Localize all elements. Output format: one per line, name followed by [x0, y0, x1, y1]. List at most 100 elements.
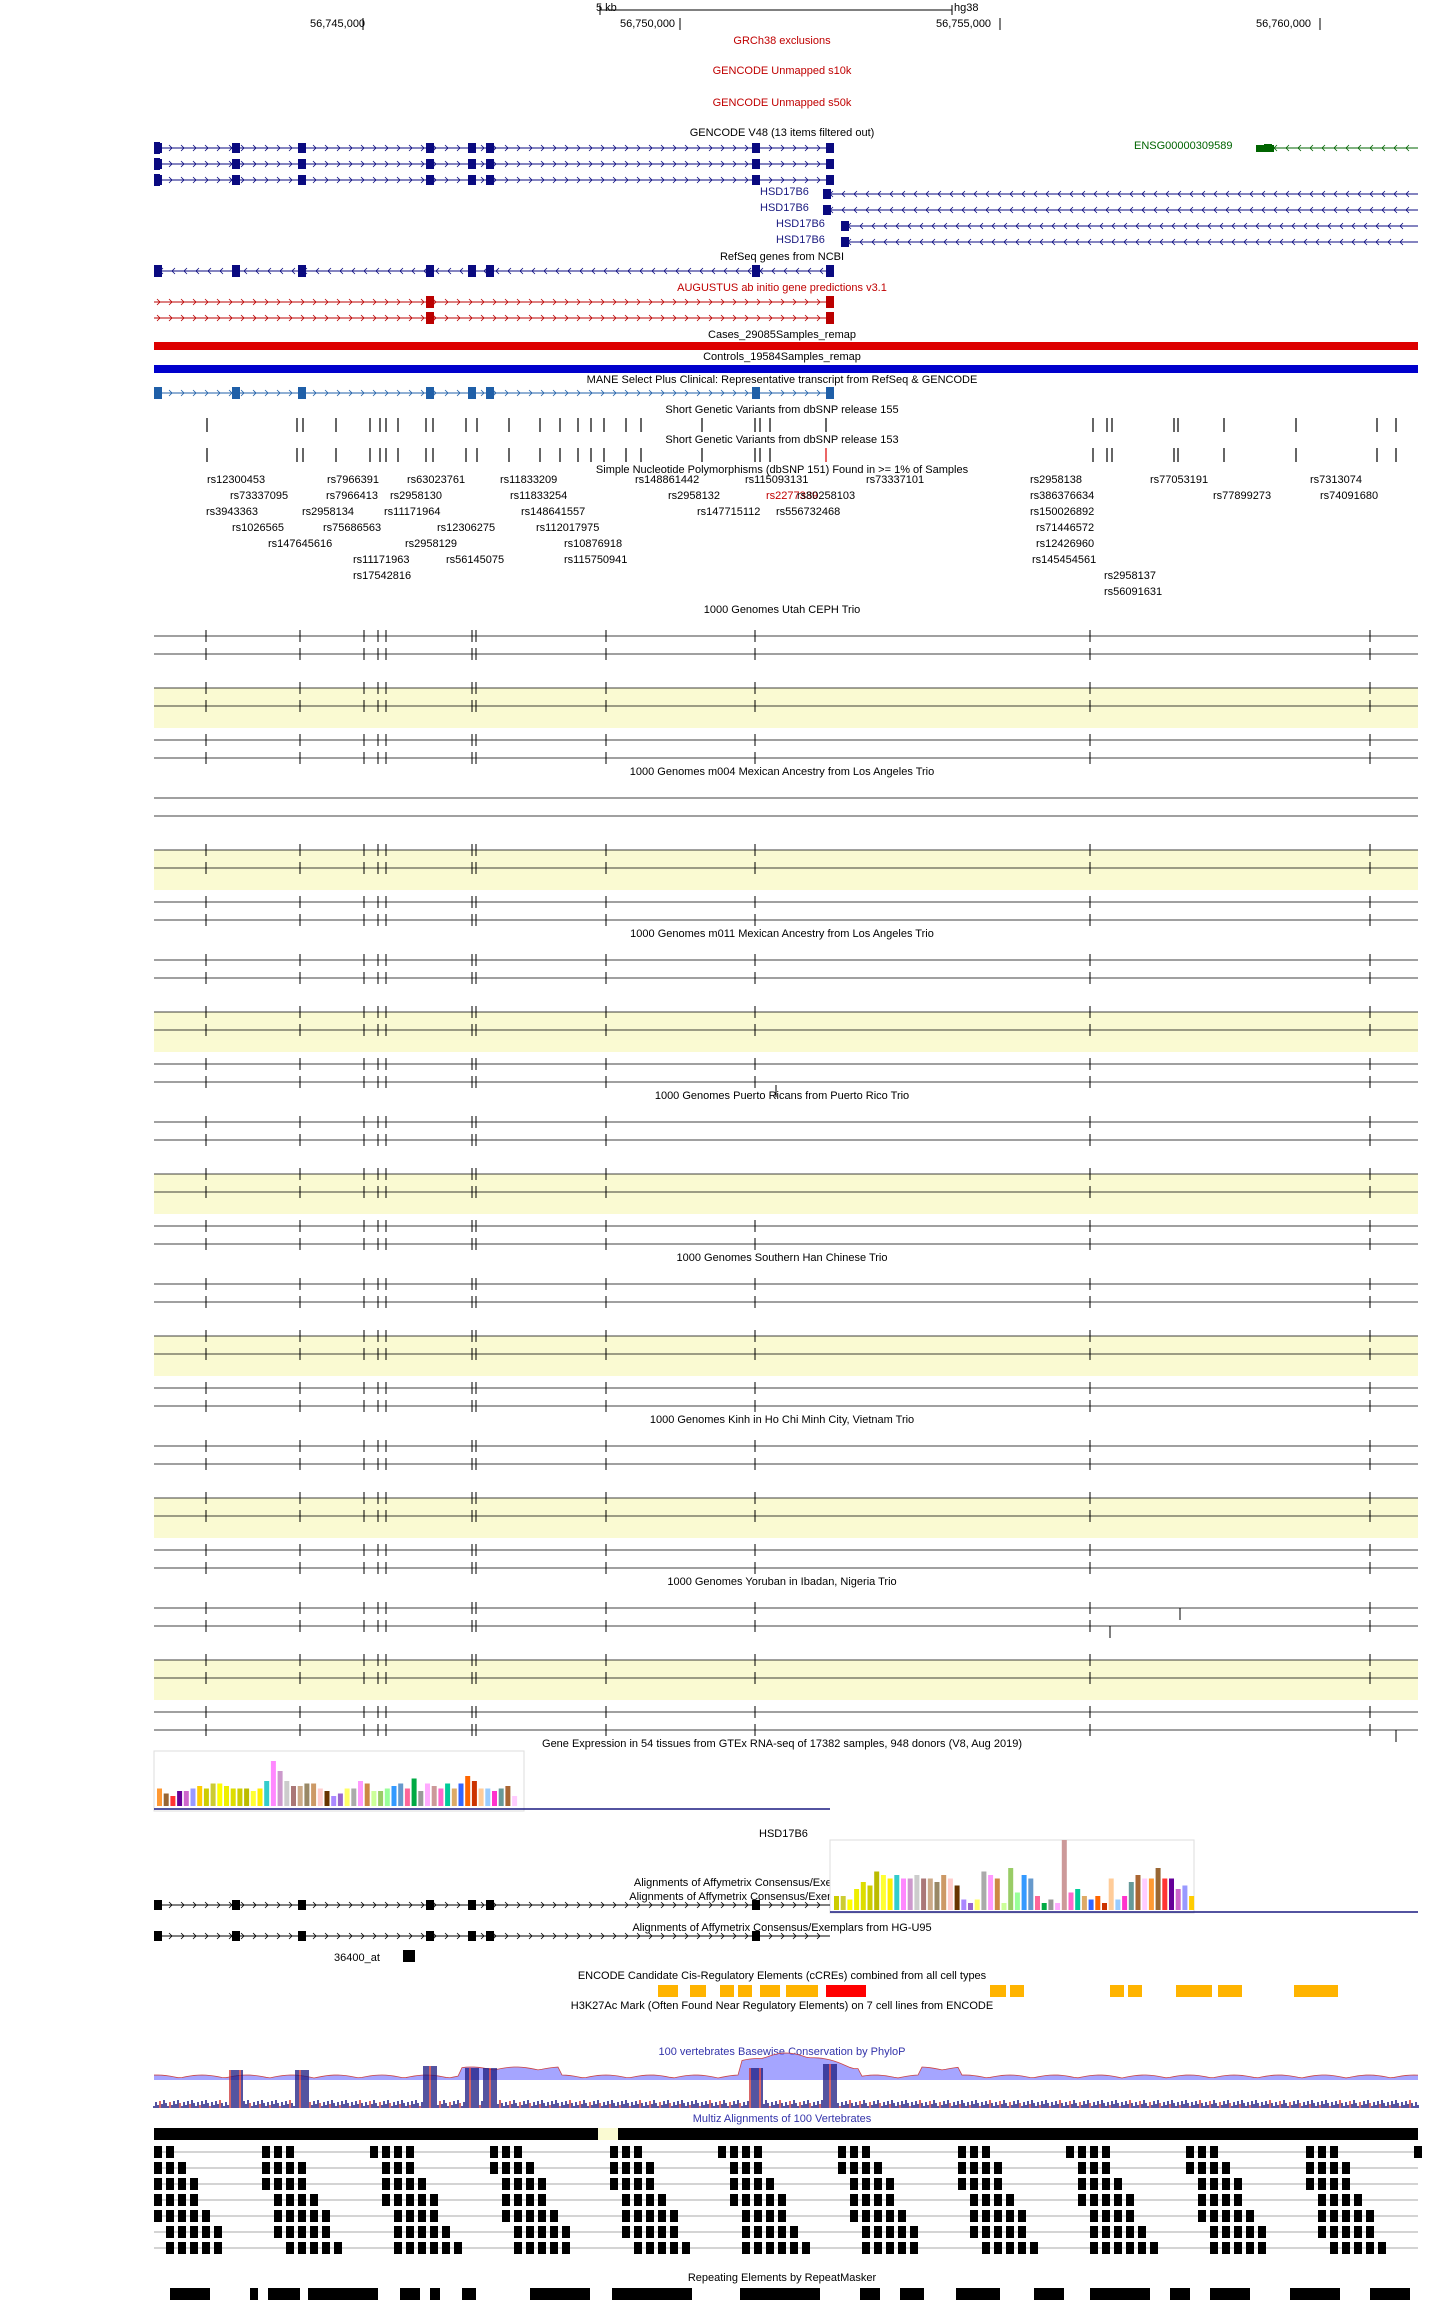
track-title-snp151[interactable]: Simple Nucleotide Polymorphisms (dbSNP 1…: [595, 464, 969, 476]
track-title-gencode-unmapped-50k[interactable]: GENCODE Unmapped s50k: [712, 97, 852, 109]
snp151-label[interactable]: rs2958130: [390, 490, 442, 502]
hsd17b6-transcript-strand-arrow: [919, 238, 924, 246]
multiz-block: [1114, 2178, 1122, 2190]
snp151-label[interactable]: rs150026892: [1030, 506, 1095, 518]
snp151-label[interactable]: rs556732468: [776, 506, 841, 518]
snp151-label[interactable]: rs1026565: [232, 522, 284, 534]
gencode-transcript-strand-arrow: [480, 144, 485, 152]
snp151-label[interactable]: rs75686563: [323, 522, 382, 534]
track-title-gencode-v48[interactable]: GENCODE V48 (13 items filtered out): [689, 127, 875, 139]
snp151-label[interactable]: rs12300453: [207, 474, 266, 486]
snp151-label[interactable]: rs56145075: [446, 554, 505, 566]
snp151-label[interactable]: rs148641557: [521, 506, 586, 518]
augustus-transcript-strand-arrow: [564, 314, 569, 322]
track-title-trio-yri[interactable]: 1000 Genomes Yoruban in Ibadan, Nigeria …: [667, 1576, 897, 1588]
snp151-label[interactable]: rs17542816: [353, 570, 412, 582]
track-title-dbsnp153[interactable]: Short Genetic Variants from dbSNP releas…: [665, 434, 899, 446]
gencode-transcript-strand-arrow: [600, 144, 605, 152]
mane-transcript-strand-arrow: [684, 389, 689, 397]
multiz-block: [442, 2242, 450, 2254]
track-title-controls[interactable]: Controls_19584Samples_remap: [703, 351, 861, 363]
track-title-trio-chs[interactable]: 1000 Genomes Southern Han Chinese Trio: [676, 1252, 888, 1264]
track-title-multiz[interactable]: Multiz Alignments of 100 Vertebrates: [692, 2113, 872, 2125]
snp151-label[interactable]: rs74091680: [1320, 490, 1379, 502]
snp151-label[interactable]: rs2958134: [302, 506, 354, 518]
track-title-cases[interactable]: Cases_29085Samples_remap: [708, 329, 856, 341]
snp151-label[interactable]: rs7966391: [327, 474, 379, 486]
affy-probe-label[interactable]: 36400_at: [334, 1952, 380, 1964]
track-title-refseq[interactable]: RefSeq genes from NCBI: [719, 251, 845, 263]
snp151-label[interactable]: rs73337095: [230, 490, 289, 502]
gencode-transcript-strand-arrow: [168, 160, 173, 168]
snp151-label[interactable]: rs115093131: [745, 474, 809, 486]
snp151-label[interactable]: rs115750941: [564, 554, 628, 566]
gtex-gene-label[interactable]: HSD17B6: [759, 1828, 808, 1840]
track-title-repeatmasker[interactable]: Repeating Elements by RepeatMasker: [687, 2272, 877, 2284]
multiz-block: [1210, 2146, 1218, 2158]
hsd17b6-transcript-strand-arrow: [1387, 238, 1392, 246]
snp151-label[interactable]: rs148861442: [635, 474, 700, 486]
gene-label-ensg[interactable]: ENSG00000309589: [1134, 140, 1233, 152]
gene-label-hsd17b6[interactable]: HSD17B6: [760, 186, 809, 198]
ensg-transcript-strand-arrow: [1393, 144, 1398, 152]
snp151-label[interactable]: rs11833254: [510, 490, 568, 502]
affy-alignment-strand-arrow: [288, 1932, 293, 1940]
repeatmasker-element: [268, 2288, 300, 2300]
track-title-trio-khv[interactable]: 1000 Genomes Kinh in Ho Chi Minh City, V…: [649, 1414, 915, 1426]
multiz-block: [766, 2242, 774, 2254]
snp151-label[interactable]: rs11171963: [353, 554, 410, 566]
snp151-label[interactable]: rs7313074: [1310, 474, 1362, 486]
gene-label-hsd17b6[interactable]: HSD17B6: [776, 234, 825, 246]
snp151-label[interactable]: rs2958129: [405, 538, 457, 550]
snp151-label[interactable]: rs2958138: [1030, 474, 1082, 486]
track-title-trio-pur[interactable]: 1000 Genomes Puerto Ricans from Puerto R…: [654, 1090, 910, 1102]
gencode-transcript-strand-arrow: [312, 160, 317, 168]
snp151-label[interactable]: rs7966413: [326, 490, 378, 502]
track-title-h3k27ac[interactable]: H3K27Ac Mark (Often Found Near Regulator…: [570, 2000, 994, 2012]
track-title-dbsnp155[interactable]: Short Genetic Variants from dbSNP releas…: [665, 404, 899, 416]
snp151-label[interactable]: rs12426960: [1036, 538, 1095, 550]
repeatmasker-element: [790, 2288, 820, 2300]
snp151-label[interactable]: rs3943363: [206, 506, 258, 518]
track-title-encode-ccre[interactable]: ENCODE Candidate Cis-Regulatory Elements…: [577, 1970, 987, 1982]
snp151-label[interactable]: rs63023761: [407, 474, 466, 486]
gene-label-hsd17b6[interactable]: HSD17B6: [760, 202, 809, 214]
track-title-phylop[interactable]: 100 vertebrates Basewise Conservation by…: [658, 2046, 906, 2058]
track-title-trio-m004[interactable]: 1000 Genomes m004 Mexican Ancestry from …: [629, 766, 935, 778]
track-title-gencode-unmapped-10k[interactable]: GENCODE Unmapped s10k: [712, 65, 852, 77]
snp151-label[interactable]: rs11833209: [500, 474, 558, 486]
track-title-gtex[interactable]: Gene Expression in 54 tissues from GTEx …: [542, 1738, 1022, 1750]
track-title-grch38-exclusions[interactable]: GRCh38 exclusions: [733, 35, 831, 47]
augustus-transcript-strand-arrow: [360, 314, 365, 322]
snp151-label[interactable]: rs2277339: [766, 490, 818, 502]
track-title-augustus[interactable]: AUGUSTUS ab initio gene predictions v3.1: [677, 282, 887, 294]
track-title-trio-ceph[interactable]: 1000 Genomes Utah CEPH Trio: [703, 604, 861, 616]
snp151-label[interactable]: rs10876918: [564, 538, 623, 550]
multiz-block: [1102, 2226, 1110, 2238]
track-title-mane[interactable]: MANE Select Plus Clinical: Representativ…: [586, 374, 978, 386]
snp151-label[interactable]: rs80258103: [797, 490, 856, 502]
gencode-transcript-strand-arrow: [516, 160, 521, 168]
multiz-block: [1318, 2162, 1326, 2174]
snp151-label[interactable]: rs147645616: [268, 538, 333, 550]
hsd17b6-transcript-strand-arrow: [937, 190, 942, 198]
snp151-label[interactable]: rs77053191: [1150, 474, 1209, 486]
snp151-label[interactable]: rs71446572: [1036, 522, 1095, 534]
snp151-label[interactable]: rs145454561: [1032, 554, 1097, 566]
gencode-transcript-strand-arrow: [384, 160, 389, 168]
snp151-label[interactable]: rs386376634: [1030, 490, 1095, 502]
gtex-tissue-bar: [277, 1771, 283, 1806]
track-title-affy-u95[interactable]: Alignments of Affymetrix Consensus/Exemp…: [632, 1922, 932, 1934]
snp151-label[interactable]: rs2958137: [1104, 570, 1156, 582]
snp151-label[interactable]: rs56091631: [1104, 586, 1163, 598]
snp151-label[interactable]: rs77899273: [1213, 490, 1272, 502]
affy-alignment-strand-arrow: [648, 1901, 653, 1909]
gene-label-hsd17b6[interactable]: HSD17B6: [776, 218, 825, 230]
snp151-label[interactable]: rs112017975: [536, 522, 600, 534]
track-title-trio-m011[interactable]: 1000 Genomes m011 Mexican Ancestry from …: [630, 928, 934, 940]
snp151-label[interactable]: rs73337101: [866, 474, 925, 486]
snp151-label[interactable]: rs11171964: [384, 506, 441, 518]
snp151-label[interactable]: rs12306275: [437, 522, 496, 534]
snp151-label[interactable]: rs147715112: [697, 506, 761, 518]
snp151-label[interactable]: rs2958132: [668, 490, 720, 502]
